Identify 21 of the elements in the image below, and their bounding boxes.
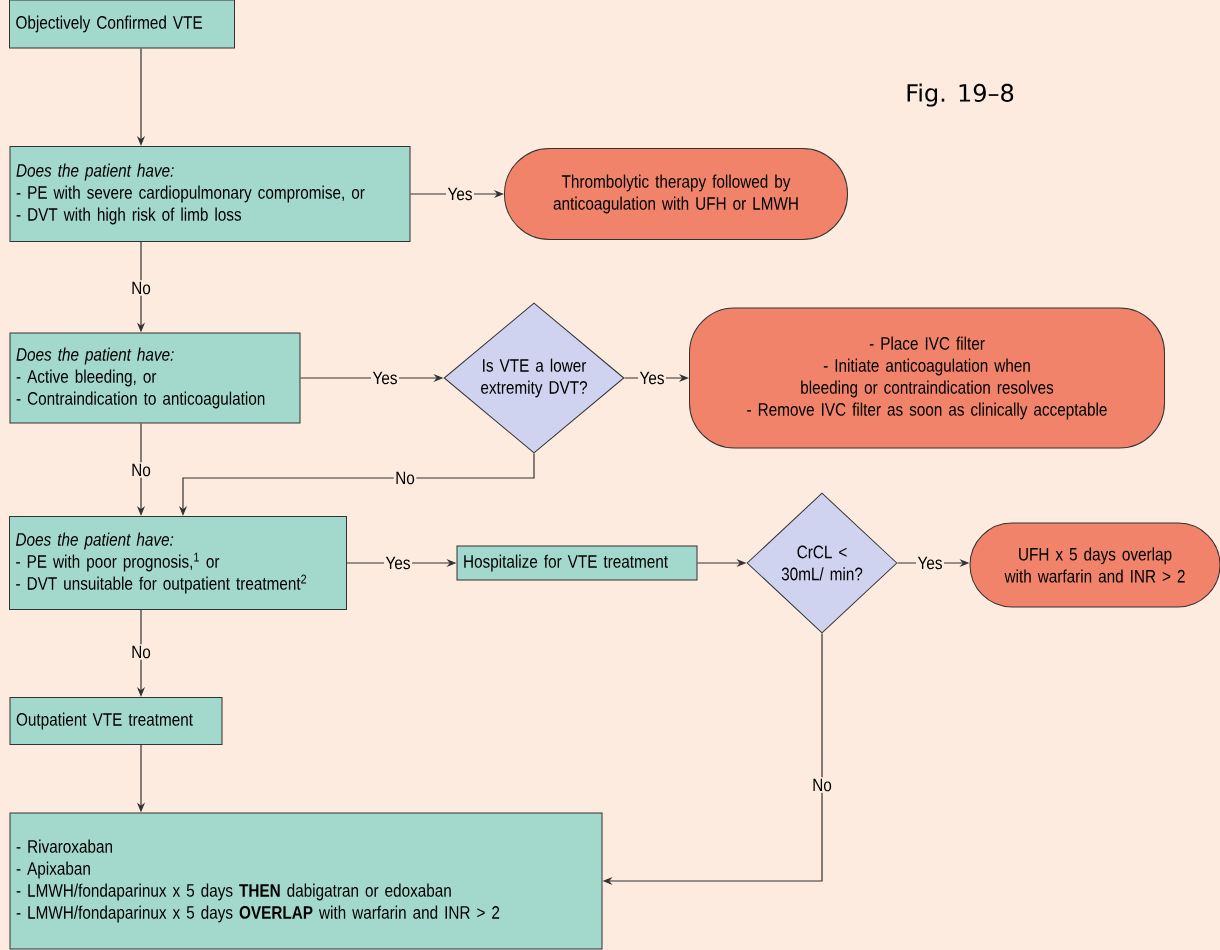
process-box: Outpatient VTE treatment — [9, 697, 223, 745]
process-box: Does the patient have: - PE with severe cardiopulmonary compromise, or - DVT with high risk of limb loss — [9, 146, 411, 242]
process-box: Objectively Confirmed VTE — [9, 0, 235, 49]
edge-label: No — [129, 280, 153, 296]
process-box: Hospitalize for VTE treatment — [456, 545, 698, 581]
figure-number: Fig. 19–8 — [907, 83, 1014, 107]
outcome-box: UFH x 5 days overlap with warfarin and INR > 2 — [969, 522, 1220, 608]
edge-label: Yes — [384, 555, 412, 571]
edge-label: No — [129, 644, 153, 660]
outcome-box: Thrombolytic therapy followed by anticoagulation with UFH or LMWH — [504, 148, 848, 240]
process-box: Does the patient have: - PE with poor prognosis,$^{1}$ or - DVT unsuitable for outpatient treatment$^{2}$ — [9, 516, 347, 610]
process-box: Does the patient have: - Active bleeding, or - Contraindication to anticoagulation — [9, 332, 301, 424]
process-box: - Rivaroxaban - Apixaban - LMWH/fondaparinux x 5 days THEN dabigatran or edoxaban - LMWH/fondaparinux x 5 days OVERLAP with warfarin and INR > 2 — [9, 812, 603, 950]
edge-label: No — [393, 470, 417, 486]
outcome-box: - Place IVC filter - Initiate anticoagulation when bleeding or contraindication resolves - Remove IVC filter as soon as clinically acceptable — [689, 307, 1165, 449]
edge-label: No — [810, 777, 834, 793]
edge-label: Yes — [916, 555, 944, 571]
edge-label: Yes — [371, 370, 399, 386]
edge-label: Yes — [446, 186, 474, 202]
edge-label: No — [129, 462, 153, 478]
edge-label: Yes — [638, 370, 666, 386]
